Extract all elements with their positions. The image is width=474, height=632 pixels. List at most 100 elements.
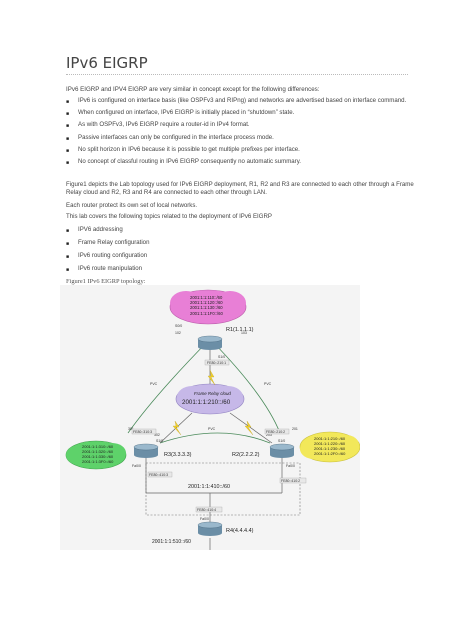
bullet-icon: ■: [66, 147, 70, 154]
bullet-icon: ■: [66, 228, 70, 234]
pvc-link-r1-r3: [127, 338, 211, 434]
pvc-link-r3-r2: [159, 432, 271, 444]
r3-lan-address: FE80::410:3: [149, 473, 168, 477]
fr-cloud-puff: [213, 386, 243, 408]
r1-address: FE80::210:1: [207, 361, 226, 365]
r3-interface-label: S1/0: [156, 439, 163, 443]
dlci-label: 203: [266, 433, 272, 437]
router-r1-top: [197, 335, 223, 343]
r3-prefix: 2001:1:1:330::/60: [82, 454, 114, 459]
dlci-label: 201: [292, 427, 298, 431]
list-item: ■When configured on interface, IPv6 EIGR…: [66, 109, 295, 118]
router-r3-top: [133, 443, 159, 451]
r3-lan-address-box: [147, 471, 173, 478]
differences-list: ■IPv6 is configured on interface basis (…: [66, 97, 426, 170]
r2-interface-label: S1/0: [278, 439, 285, 443]
r1-label: R1(1.1.1.1): [226, 327, 254, 333]
r1-interface-label: S1/0: [218, 355, 225, 359]
r1-prefix: 2001:1:1:110::/60: [190, 295, 223, 300]
list-item: ■No concept of classful routing in IPv6 …: [66, 158, 301, 167]
r3-address-box: [131, 428, 157, 435]
page-title: IPv6 EIGRP: [66, 54, 148, 72]
bullet-icon: ■: [66, 254, 70, 260]
r1-lo-label: S0/0: [175, 324, 182, 328]
list-item: ■No split horizon in IPv6 because it is …: [66, 145, 300, 154]
r4-prefix: 2001:1:1:510::/60: [152, 539, 191, 545]
serial-link-icon: [172, 420, 182, 436]
r4-interface-label: Fa0/0: [200, 517, 209, 521]
router-r2-top: [269, 443, 295, 451]
r1-cloud-puff: [214, 291, 246, 315]
r2-lan-address-box: [279, 477, 307, 484]
list-item: ■IPv6 routing configuration: [66, 252, 148, 260]
list-item: ■IPV6 addressing: [66, 226, 123, 234]
bullet-icon: ■: [66, 111, 70, 118]
r2-prefix: 2001:1:1:2F0::/60: [314, 451, 346, 456]
figure-caption: Figure1 IPv6 EIGRP topology:: [66, 278, 146, 285]
dlci-label: 102: [175, 331, 181, 335]
r3-prefix: 2001:1:1:310::/60: [82, 444, 114, 449]
serial-link-icon: [207, 369, 216, 386]
list-item: ■IPv6 is configured on interface basis (…: [66, 97, 407, 105]
topology-diagram: 2001:1:1:110::/60 2001:1:1:120::/60 2001…: [60, 285, 360, 550]
r2-lan-address: FE80::410:2: [281, 479, 300, 483]
r3-prefix: 2001:1:1:320::/60: [82, 449, 114, 454]
paragraph-networks: Each router protect its own set of local…: [66, 202, 198, 209]
bullet-icon: ■: [66, 135, 70, 142]
r4-label: R4(4.4.4.4): [226, 528, 254, 534]
r3-cloud-puff: [98, 443, 126, 463]
r2-prefix: 2001:1:1:230::/60: [314, 446, 346, 451]
r2-address: FE80::210:2: [266, 430, 285, 434]
paragraph-topology: Figure1 depicts the Lab topology used fo…: [66, 181, 414, 197]
router-r3-body: [134, 447, 158, 455]
bullet-icon: ■: [66, 267, 70, 273]
bullet-icon: ■: [66, 123, 70, 130]
list-item: ■IPv6 route manipulation: [66, 265, 143, 273]
router-r4-body: [198, 525, 222, 533]
r3-label: R3(3.3.3.3): [164, 452, 192, 458]
r1-prefix: 2001:1:1:130::/60: [190, 305, 223, 310]
pvc-label: PVC: [208, 427, 216, 431]
r4-address-box: [195, 506, 223, 513]
pvc-link-r1-r2: [209, 338, 281, 434]
r4-address: FE80::410:4: [197, 508, 216, 512]
list-item: ■Passive interfaces can only be configur…: [66, 133, 274, 142]
pvc-label: PVC: [264, 382, 272, 386]
r3-cloud-puff: [66, 445, 94, 465]
lan-prefix: 2001:1:1:410::/60: [188, 484, 230, 490]
r1-address-box: [204, 359, 230, 366]
r1-prefix: 2001:1:1:120::/60: [190, 300, 223, 305]
list-item: ■Frame Relay configuration: [66, 239, 150, 247]
dlci-label: 301: [128, 427, 134, 431]
fr-cloud-prefix: 2001:1:1:210::/60: [182, 399, 231, 406]
title-divider: [66, 74, 408, 75]
router-r4-top: [197, 521, 223, 529]
router-r2-body: [270, 447, 294, 455]
intro-text: IPv6 EIGRP and IPV4 EIGRP are very simil…: [66, 86, 320, 93]
topics-list: ■IPV6 addressing ■Frame Relay configurat…: [66, 226, 149, 278]
r2-cloud-puff: [300, 439, 328, 459]
r1-prefix: 2001:1:1:1F0::/60: [190, 311, 223, 316]
r2-lan-interface: Fa0/0: [286, 464, 295, 468]
r3-prefix: 2001:1:1:3F0::/60: [82, 459, 114, 464]
r3-address: FE80::310:3: [133, 430, 152, 434]
bullet-icon: ■: [66, 160, 70, 167]
serial-link-icon: [244, 420, 254, 436]
fr-cloud-title: Frame Relay cloud: [194, 391, 231, 396]
r2-address-box: [264, 428, 290, 435]
r2-cloud-puff: [333, 435, 359, 455]
dlci-label: 302: [154, 433, 160, 437]
router-r1-body: [198, 339, 222, 347]
r2-label: R2(2.2.2.2): [232, 452, 260, 458]
list-item: ■As with OSPFv3, IPv6 EIGRP require a ro…: [66, 121, 250, 130]
paragraph-topics-intro: This lab covers the following topics rel…: [66, 213, 272, 220]
pvc-label: PVC: [150, 382, 158, 386]
r2-prefix: 2001:1:1:220::/60: [314, 441, 346, 446]
bullet-icon: ■: [66, 99, 70, 105]
r1-cloud-puff: [170, 291, 202, 315]
r2-prefix: 2001:1:1:210::/60: [314, 436, 346, 441]
dlci-label: 103: [241, 331, 247, 335]
r3-lan-interface: Fa0/0: [132, 464, 141, 468]
bullet-icon: ■: [66, 241, 70, 247]
